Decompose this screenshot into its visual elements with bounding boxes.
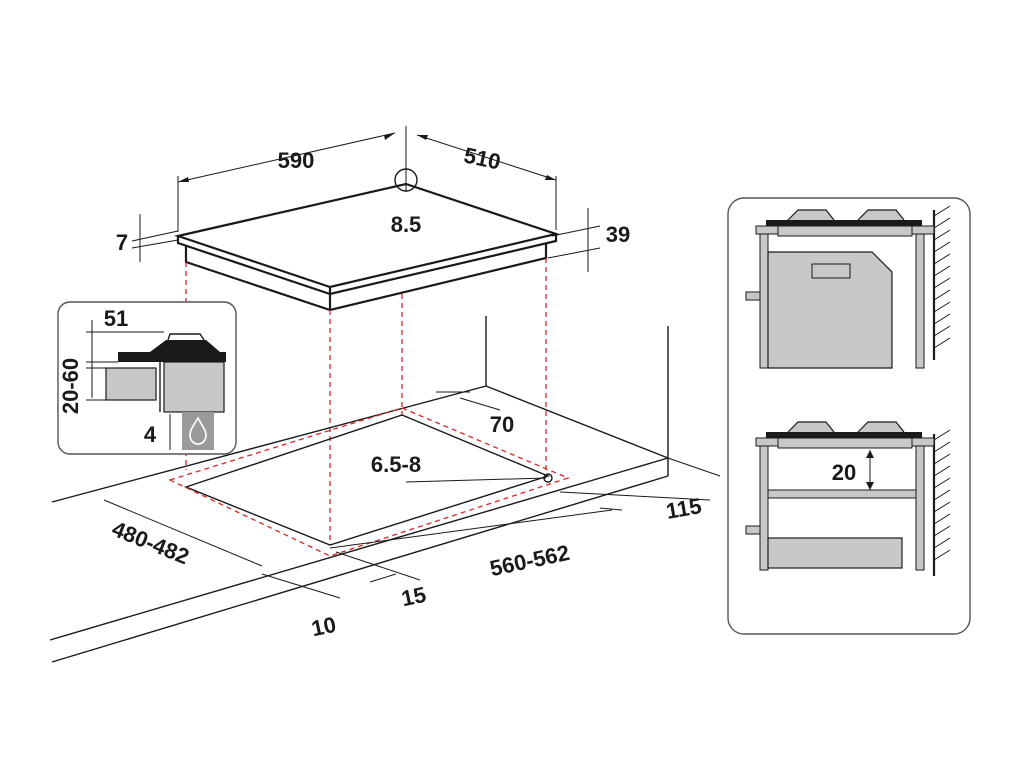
inset-label-top: 51 (104, 306, 128, 331)
hob-over-drawer-view: 20 (745, 421, 951, 576)
inset-label-worktop: 20-60 (58, 358, 83, 414)
gas-flame-icon (189, 416, 207, 445)
installation-side-views-panel: 20 (727, 197, 971, 635)
label-gas-inlet: 8.5 (391, 212, 422, 237)
label-shelf-gap: 20 (832, 460, 856, 485)
hob-over-oven-view (745, 205, 951, 369)
label-height: 39 (606, 222, 630, 247)
dimension-lines-bottom (103, 391, 711, 599)
label-cutout-width: 560-562 (488, 540, 572, 581)
label-cutout-depth: 480-482 (108, 516, 192, 569)
dimension-lines-top (131, 132, 601, 272)
label-front-gap-b: 10 (309, 612, 338, 642)
label-depth: 510 (462, 142, 503, 174)
label-side-gap: 115 (664, 493, 703, 524)
label-glass-thickness: 7 (116, 230, 128, 255)
label-clearance-back: 70 (490, 412, 514, 437)
inset-detail-panel: 51 20-60 4 (57, 301, 237, 455)
label-inlet-height: 6.5-8 (371, 452, 421, 477)
inset-label-bottom: 4 (144, 422, 157, 447)
worktop (49, 316, 721, 663)
label-front-gap-a: 15 (399, 582, 428, 612)
label-width: 590 (278, 148, 315, 173)
hob-body (173, 182, 561, 312)
